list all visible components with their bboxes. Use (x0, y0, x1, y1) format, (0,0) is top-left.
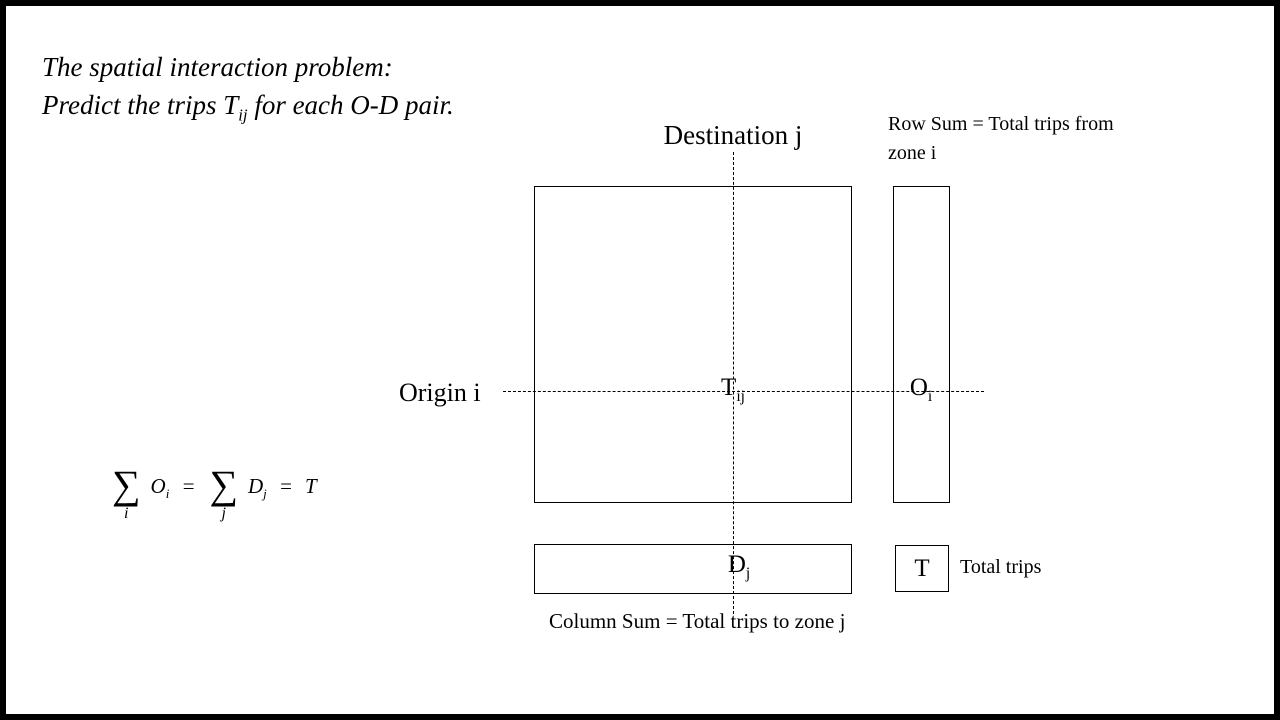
term2-sub: j (263, 485, 267, 501)
row-sum-cell-symbol: Oi (891, 374, 951, 405)
conservation-formula: ∑ i Oi = ∑ j Dj = T (106, 456, 321, 530)
title-line2-sub: ij (238, 105, 248, 125)
formula-term-oi: Oi (150, 473, 170, 501)
od-matrix-box (534, 186, 852, 503)
dj-base: D (727, 551, 746, 578)
title-line2-pre: Predict the trips T (42, 90, 239, 120)
column-sum-row-box (534, 544, 852, 594)
origin-axis-label: Origin i (399, 378, 481, 407)
origin-row-dashed-line (503, 391, 984, 392)
title-line2-post: for each O-D pair. (247, 90, 454, 120)
column-sum-cell-symbol: Dj (699, 551, 779, 582)
sigma-icon: ∑ (112, 462, 141, 507)
oi-base: O (909, 374, 928, 401)
oi-subscript: i (927, 388, 933, 405)
total-trips-box: T (895, 545, 949, 592)
column-sum-note: Column Sum = Total trips to zone j (549, 609, 846, 633)
sum-over-origins: ∑ i (112, 464, 141, 522)
destination-axis-label: Destination j (663, 120, 803, 150)
diagram-title: The spatial interaction problem: Predict… (42, 48, 454, 124)
tij-base: T (721, 374, 737, 401)
formula-term-dj: Dj (248, 473, 267, 501)
formula-total-t: T (304, 473, 317, 498)
matrix-cell-symbol: Tij (693, 374, 773, 405)
dj-subscript: j (745, 565, 751, 582)
title-line1: The spatial interaction problem: (42, 48, 454, 86)
total-trips-label: Total trips (960, 556, 1042, 578)
tij-subscript: ij (736, 388, 745, 405)
sigma2-index: j (221, 505, 226, 522)
sum-over-destinations: ∑ j (209, 464, 238, 522)
title-line2: Predict the trips Tij for each O-D pair. (42, 86, 454, 124)
title-line1-text: The spatial interaction problem: (42, 52, 393, 82)
sigma-icon: ∑ (209, 462, 238, 507)
destination-column-dashed-line (733, 152, 734, 614)
term2-base: D (248, 473, 264, 498)
formula-equals-1: = (181, 473, 196, 498)
row-sum-note: Row Sum = Total trips from zone i (888, 113, 1114, 164)
sigma1-index: i (124, 505, 129, 522)
total-cell-symbol: T (914, 554, 930, 582)
term1-base: O (150, 473, 166, 498)
term1-sub: i (165, 485, 170, 501)
row-sum-column-box (893, 186, 950, 503)
formula-equals-2: = (278, 473, 293, 498)
